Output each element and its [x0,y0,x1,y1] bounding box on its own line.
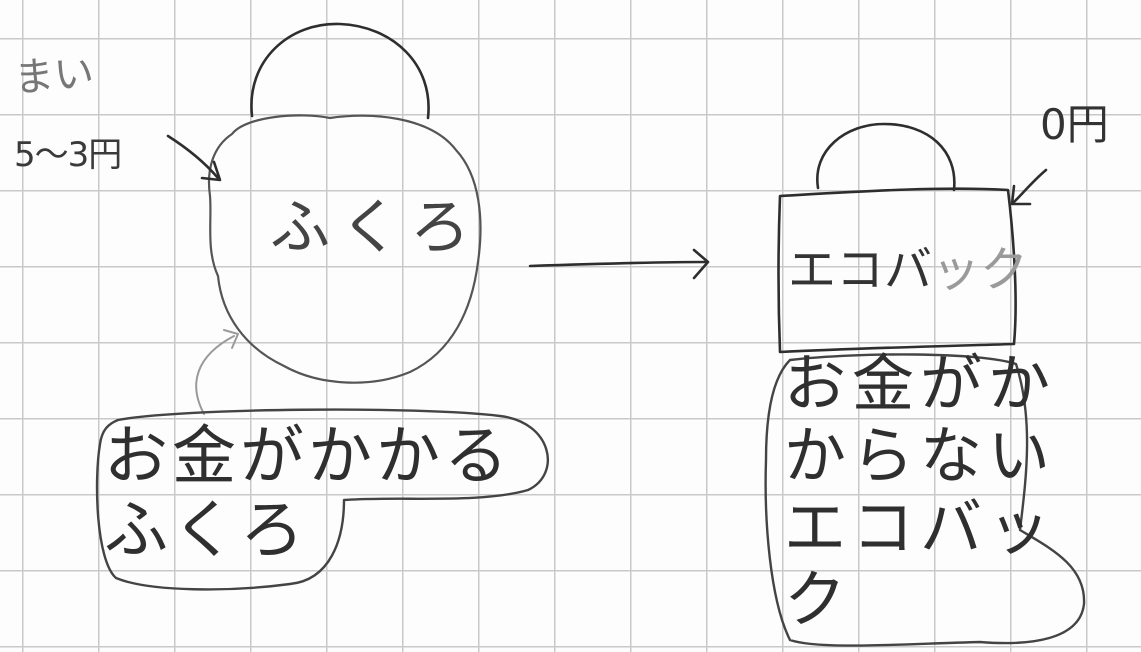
plastic-bag-caption-text: お金がかかるふくろ [104,420,512,568]
eco-bag-label: エコバック [788,246,1028,294]
sheet-count-note: まい [12,50,96,102]
eco-bag-box [777,187,1017,354]
eco-bag-price-note: 0円 [1040,100,1109,149]
eco-bag-label-dark: エコバ [788,242,933,298]
plastic-bag-price-note: 5〜3円 [14,135,122,175]
bag-handle [250,22,430,120]
eco-bag-label-light: ック [932,242,1029,298]
price-arrow [166,134,220,180]
eco-bag-caption: お金がかからないエコバック [784,347,1057,636]
caption-bubble-right [764,353,1086,647]
zero-price-arrow [1012,168,1048,204]
plastic-bag-label: ふくろ [270,193,480,263]
bag-outline [207,114,482,384]
eco-bag-handle [816,122,956,192]
caption-bubble-left [95,408,549,591]
plastic-bag-caption: お金がかかるふくろ [104,420,574,568]
transition-arrow [528,260,708,268]
